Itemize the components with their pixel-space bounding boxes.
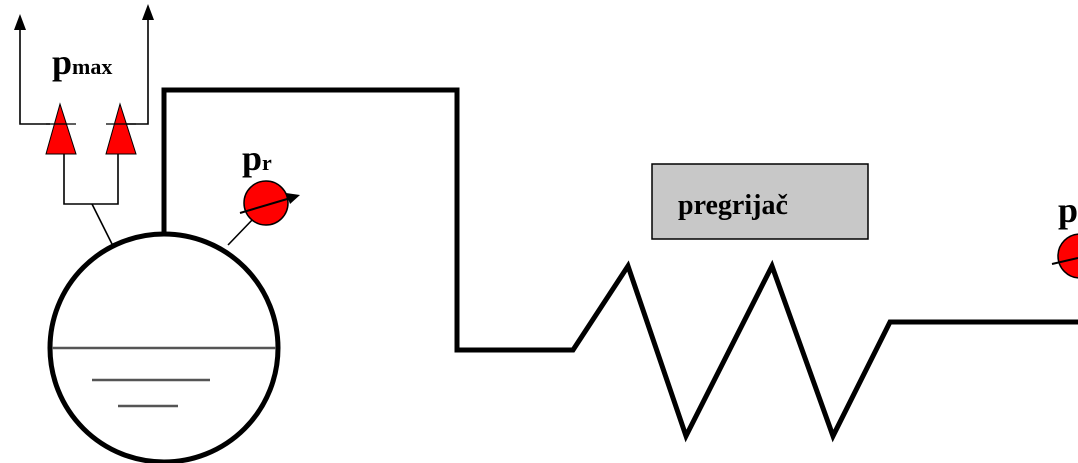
valve-drum-link <box>91 203 113 245</box>
pmax-label: pmax <box>52 42 112 82</box>
pp-label: p <box>1058 190 1078 230</box>
superheater-label: pregrijač <box>678 190 788 221</box>
safety-valve-right-icon <box>105 102 137 155</box>
right-vent-arrow-icon <box>116 4 154 125</box>
steam-pipe <box>161 87 1078 443</box>
gauge-right-icon <box>1057 233 1078 279</box>
pr-label: pr <box>242 138 272 178</box>
gauge-pr-icon <box>243 180 289 226</box>
pressure-gauge-right: p <box>1051 190 1078 279</box>
left-vent-arrow-icon <box>14 14 50 125</box>
superheater-box: pregrijač <box>651 163 869 240</box>
valve-connector-line <box>63 154 119 205</box>
pressure-gauge-pr: pr <box>227 138 300 246</box>
boiler-drum <box>47 231 281 463</box>
safety-valve-left-icon <box>45 102 77 155</box>
safety-valve-group: pmax <box>14 4 154 245</box>
